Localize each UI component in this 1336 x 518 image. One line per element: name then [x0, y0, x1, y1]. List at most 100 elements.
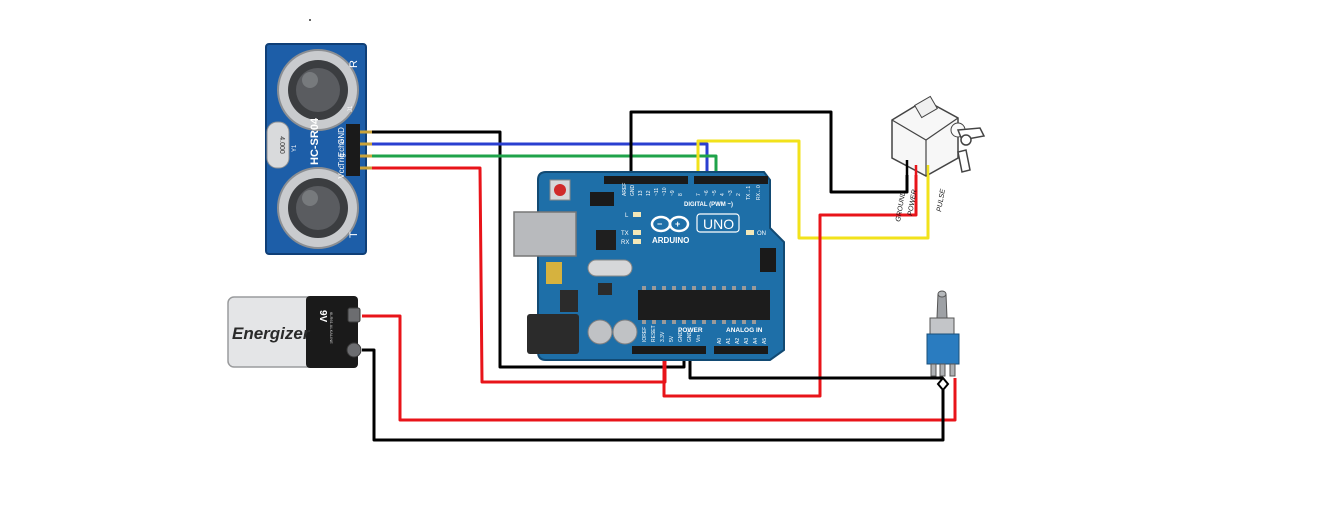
pin-gnd-2: GND [687, 331, 693, 343]
led-l [633, 212, 641, 217]
switch-terminals [930, 363, 956, 377]
label-on: ON [757, 231, 766, 237]
servo-mount-tab [914, 95, 938, 119]
sensor-silk-j: J1 [348, 105, 354, 112]
pin-8: 8 [678, 193, 684, 196]
digital-header-left [604, 176, 688, 184]
sensor-t-label: T [348, 231, 360, 238]
side-header [760, 248, 776, 272]
pin-ioref: IOREF [642, 327, 648, 342]
wires [362, 110, 957, 442]
toggle-switch [926, 290, 960, 392]
sensor-r-label: R [348, 60, 360, 68]
led-on [746, 230, 754, 235]
analog-header [714, 346, 768, 354]
wire-servo-gnd [629, 110, 909, 194]
wire-sensor-trig [372, 154, 718, 178]
label-rx: RX [621, 240, 629, 246]
crystal-oscillator [587, 259, 633, 277]
pin-3: ~3 [728, 190, 734, 196]
analog-label: ANALOG IN [726, 327, 763, 334]
battery-terminal-negative [346, 342, 362, 358]
pin-a4: A4 [753, 338, 759, 344]
servo-leads [905, 160, 930, 178]
servo-label-pulse: PULSE [936, 188, 947, 212]
pin-6: ~6 [704, 190, 710, 196]
pin-1: TX→1 [746, 186, 752, 200]
atmega-chip [638, 290, 770, 320]
servo-horn-icon [956, 127, 986, 173]
switch-body [926, 333, 960, 365]
pin-gnd-1: GND [678, 331, 684, 343]
pin-7: 7 [696, 193, 702, 196]
analog-pin-labels: A0 A1 A2 A3 A4 A5 [717, 338, 768, 344]
capacitor-2 [612, 319, 638, 345]
pin-vin: Vin [696, 335, 702, 342]
smd-part [598, 283, 612, 295]
pin-5v: 5V [669, 335, 675, 342]
capacitor-1 [587, 319, 613, 345]
crystal [266, 121, 290, 169]
wire-sensor-gnd [372, 130, 686, 369]
digital-header-right [694, 176, 768, 184]
led-rx [633, 239, 641, 244]
voltage-regulator [546, 262, 562, 284]
pin-aref: AREF [622, 183, 628, 196]
wire-servo-power [662, 175, 918, 398]
servo-label-power: POWER [907, 189, 918, 216]
label-tx: TX [621, 231, 629, 237]
pin-11: ~11 [654, 188, 660, 196]
wire-battery-negative [362, 348, 945, 442]
battery-9v: Energizer 9V 6LR61 ALKALINE [227, 296, 362, 368]
usb-chip [596, 230, 616, 250]
arduino-logo-text: ARDUINO [652, 236, 689, 245]
pin-0: RX←0 [756, 185, 762, 200]
wire-battery-positive [362, 314, 957, 422]
wire-sensor-echo [372, 142, 709, 178]
svg-text:−: − [657, 219, 662, 229]
sensor-pin-header [346, 124, 360, 176]
pin-a1: A1 [726, 338, 732, 344]
battery-brand: Energizer [232, 324, 311, 343]
svg-text:+: + [675, 219, 680, 229]
ultrasonic-sensor: 4.000 HC-SR04 Y1 J1 R T GND Echo Trig Vc… [265, 43, 372, 255]
power-pin-labels: IOREF RESET 3.3V 5V GND GND Vin [642, 325, 702, 342]
battery-body-black [306, 296, 358, 368]
battery-terminal-positive [347, 307, 361, 323]
pin-2: 2 [736, 193, 742, 196]
pin-a3: A3 [744, 338, 750, 344]
switch-junction-icon [936, 376, 950, 392]
crystal-label: 4.000 [278, 136, 285, 154]
usb-port [513, 211, 577, 257]
switch-lever [936, 293, 948, 319]
servo-motor: GROUND POWER PULSE [891, 95, 986, 222]
pin-3v3: 3.3V [660, 331, 666, 342]
pin-4: 4 [720, 193, 726, 196]
led-tx [633, 230, 641, 235]
arduino-model: UNO [703, 216, 734, 232]
pin-gnd-d: GND [630, 185, 636, 197]
power-header [632, 346, 706, 354]
sensor-pins [360, 130, 372, 170]
switch-nut [929, 317, 955, 335]
uno-badge [696, 213, 740, 233]
dc-jack [527, 314, 579, 354]
ic-small [560, 290, 578, 312]
arduino-uno: L TX RX ON − + ARDUINO UNO DIGITAL (PWM … [513, 171, 785, 361]
sensor-pin-echo: Echo [337, 138, 346, 157]
pin-a2: A2 [735, 338, 741, 344]
pin-a0: A0 [717, 338, 723, 344]
stray-dot [309, 19, 311, 21]
pin-5: ~5 [712, 190, 718, 196]
wire-arduino-gnd-switch [688, 353, 943, 380]
pin-reset: RESET [651, 325, 657, 342]
wire-servo-pulse [696, 139, 930, 240]
pin-13: 13 [638, 190, 644, 196]
arduino-infinity-logo-icon [650, 215, 690, 233]
sensor-pin-vcc: Vcc [337, 165, 346, 178]
label-l: L [625, 213, 629, 219]
sensor-pin-gnd: GND [337, 127, 346, 145]
digital-label: DIGITAL (PWM ~) [684, 202, 733, 208]
icsp-header [590, 192, 614, 206]
